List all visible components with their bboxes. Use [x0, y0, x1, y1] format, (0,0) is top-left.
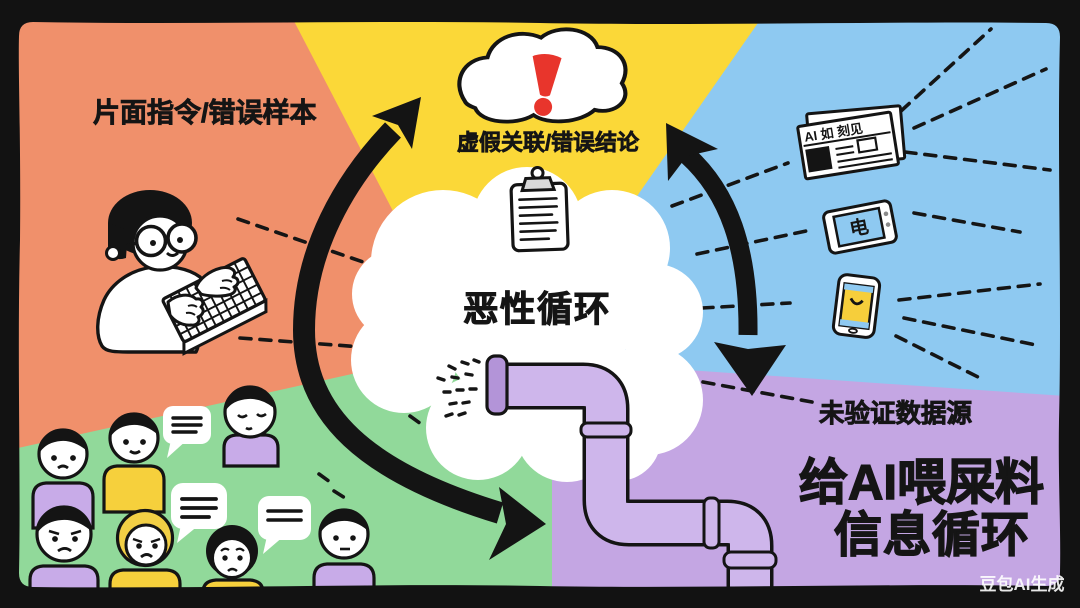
svg-text:虚假关联/错误结论: 虚假关联/错误结论: [457, 130, 640, 155]
svg-text:信息循环: 信息循环: [834, 509, 1030, 562]
svg-text:未验证数据源: 未验证数据源: [819, 399, 973, 428]
svg-text:豆包AI生成: 豆包AI生成: [980, 574, 1065, 594]
svg-text:片面指令/错误样本: 片面指令/错误样本: [93, 97, 317, 128]
svg-text:电: 电: [848, 215, 871, 241]
svg-text:恶性循环: 恶性循环: [463, 289, 611, 329]
svg-text:给AI喂屎料: 给AI喂屎料: [799, 456, 1044, 510]
